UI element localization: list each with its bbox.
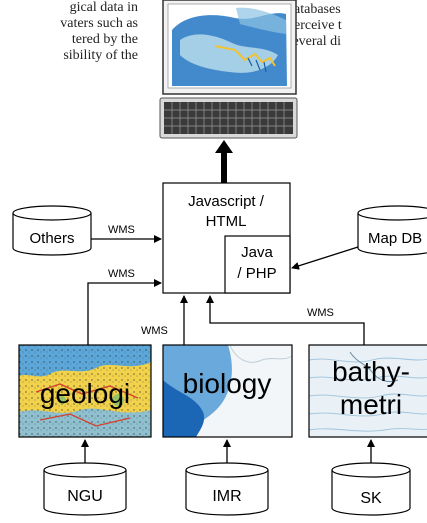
wms-label-biology: WMS (141, 325, 168, 337)
db-ngu-body (43, 470, 127, 516)
db-ngu-label: NGU (67, 488, 103, 505)
text-line: databases (287, 2, 341, 17)
map-coast (214, 45, 276, 67)
wms-label-others: WMS (108, 224, 135, 236)
text-line: vaters such as (60, 16, 138, 31)
layer-bathymetri: bathy- metri (308, 344, 427, 438)
biology-map-coast (229, 344, 293, 363)
db-ngu-top (43, 462, 127, 478)
geologi-frame (18, 344, 152, 438)
db-others-label: Others (29, 230, 74, 247)
db-sk-body (331, 470, 411, 516)
text-line: tered by the (71, 32, 138, 47)
text-line: gical data in (69, 0, 138, 15)
db-mapdb: Map DB (357, 205, 427, 256)
connector-mapdb-server (291, 246, 359, 270)
db-sk: SK (331, 462, 411, 516)
connector-geologi-client (87, 279, 162, 345)
map-land (180, 34, 278, 73)
text-line: several di (287, 34, 342, 49)
text-line: sibility of the (63, 48, 138, 63)
layer-biology: biology (162, 344, 293, 438)
server-label-line2: / PHP (237, 265, 276, 282)
db-imr-label: IMR (212, 488, 241, 505)
map-land-east (236, 7, 286, 35)
db-imr: IMR (185, 462, 269, 516)
biology-label: biology (183, 368, 272, 399)
db-sk-top (331, 462, 411, 478)
db-imr-top (185, 462, 269, 478)
wms-label-bathy: WMS (307, 307, 334, 319)
db-mapdb-body (357, 213, 427, 256)
bathy-map-bg (309, 345, 427, 437)
paper-text-right: databases perceive t several di (287, 0, 427, 50)
geologi-label: geologi (40, 378, 130, 409)
db-imr-body (185, 470, 269, 516)
layer-geologi: geologi (18, 344, 152, 438)
map-inlets (247, 57, 267, 73)
client-label-line2: HTML (206, 213, 247, 230)
paper-text-left: gical data in vaters such as tered by th… (0, 0, 138, 64)
text-line: perceive t (287, 18, 342, 33)
connector-bathy-client (206, 295, 365, 345)
geologi-map-spot (112, 394, 124, 406)
client-label-line1: Javascript / (188, 193, 265, 210)
biology-frame (162, 344, 293, 438)
db-sk-label: SK (360, 490, 382, 507)
geologi-map-zones (35, 383, 139, 427)
wms-label-geologi: WMS (108, 268, 135, 280)
geologi-map-spot (58, 396, 66, 404)
bathy-label-line1: bathy- (332, 356, 410, 387)
server-box (224, 235, 291, 294)
biology-map-region-dark (163, 380, 205, 437)
bathy-frame (308, 344, 427, 438)
db-others-top (12, 205, 92, 221)
keyboard (159, 97, 298, 139)
keyboard-key-grid (164, 102, 293, 134)
server-label-line1: Java (241, 244, 273, 261)
bathy-map-contours (308, 357, 427, 432)
db-mapdb-label: Map DB (368, 230, 422, 247)
db-ngu: NGU (43, 462, 127, 516)
bathy-label-line2: metri (340, 389, 402, 420)
arrow-to-display-head (215, 140, 233, 153)
db-others-body (12, 213, 92, 256)
monitor (162, 0, 297, 95)
db-others: Others (12, 205, 92, 256)
bathy-map-coast (349, 351, 399, 383)
db-mapdb-top (357, 205, 427, 221)
